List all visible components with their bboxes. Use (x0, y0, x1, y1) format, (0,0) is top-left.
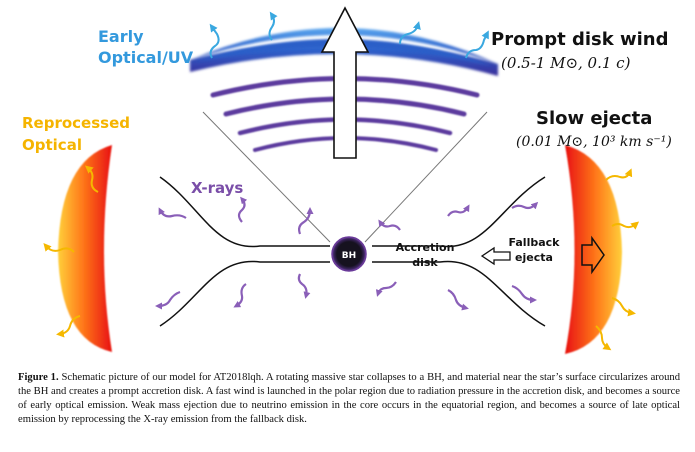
figure-caption: Figure 1. Schematic picture of our model… (18, 371, 680, 427)
xray-arrow-10 (375, 281, 397, 297)
reprocessed-arrows-right (595, 168, 640, 351)
xray-arrow-8 (447, 204, 470, 217)
bh-label: BH (342, 251, 356, 261)
xray-arrow-6 (155, 290, 181, 310)
optical-arrow-yellow-7 (595, 325, 612, 351)
black-hole (331, 236, 367, 272)
optical-arrow-yellow-4 (605, 168, 633, 181)
fallback-ejecta-label-line1: Fallback (509, 236, 561, 249)
slow-ejecta-left (58, 145, 112, 352)
fallback-outflow-arrow (581, 235, 605, 275)
xray-arrow-11 (447, 289, 469, 311)
optical-arrow-blue-2 (268, 11, 278, 41)
reprocessed-arrows-left (43, 165, 99, 338)
cone-line-left (202, 111, 331, 243)
accretion-disk-label-line1: Accretion (396, 241, 455, 254)
xray-arrows (155, 196, 539, 311)
early-optical-arrows (209, 11, 489, 59)
xray-arrow-1 (237, 196, 248, 223)
xray-arrow-2 (158, 207, 187, 219)
accretion-disk-curves (159, 176, 546, 327)
optical-arrow-yellow-6 (611, 297, 636, 317)
optical-arrow-yellow-1 (84, 165, 99, 193)
accretion-disk-label-line2: disk (412, 256, 438, 269)
optical-arrow-yellow-3 (56, 315, 81, 338)
caption-label: Figure 1. (18, 372, 59, 383)
optical-arrow-yellow-2 (43, 242, 75, 253)
optical-arrow-blue-3 (399, 21, 421, 45)
prompt-wind-shell-core (196, 38, 492, 66)
fallback-ejecta-arrow (480, 246, 511, 266)
early-optical-label-line2: Optical/UV (98, 48, 194, 67)
disk-curve-upper-left (159, 176, 330, 248)
disk-curve-lower-left (159, 260, 330, 327)
slow-ejecta-right (565, 145, 622, 354)
optical-arrow-blue-4 (465, 30, 489, 59)
early-optical-label-line1: Early (98, 27, 144, 46)
slow-ejecta-params: (0.01 M⊙, 10³ km s⁻¹) (516, 134, 672, 150)
cone-line-right (364, 111, 488, 243)
polar-wind-arrow (320, 6, 370, 159)
x-rays-label: X-rays (191, 179, 243, 197)
xray-arrow-5 (233, 283, 247, 308)
optical-arrow-blue-1 (209, 23, 220, 59)
xray-arrow-12 (511, 284, 537, 304)
caption-text: Schematic picture of our model for AT201… (18, 372, 680, 426)
slow-ejecta-title: Slow ejecta (536, 108, 652, 129)
xray-arrow-4 (297, 273, 311, 299)
xray-arrow-7 (378, 219, 401, 231)
reprocessed-label-line1: Reprocessed (22, 114, 130, 132)
fallback-ejecta-label-line2: ejecta (515, 251, 553, 264)
disk-curve-lower-right (372, 260, 546, 327)
xray-arrow-3 (298, 207, 314, 235)
optical-arrow-yellow-5 (611, 221, 640, 230)
reprocessed-label-line2: Optical (22, 136, 82, 154)
xray-arrow-9 (511, 201, 539, 210)
prompt-wind-params: (0.5-1 M⊙, 0.1 c) (501, 54, 631, 72)
disk-curve-upper-right (372, 176, 546, 248)
prompt-wind-title: Prompt disk wind (491, 29, 668, 50)
